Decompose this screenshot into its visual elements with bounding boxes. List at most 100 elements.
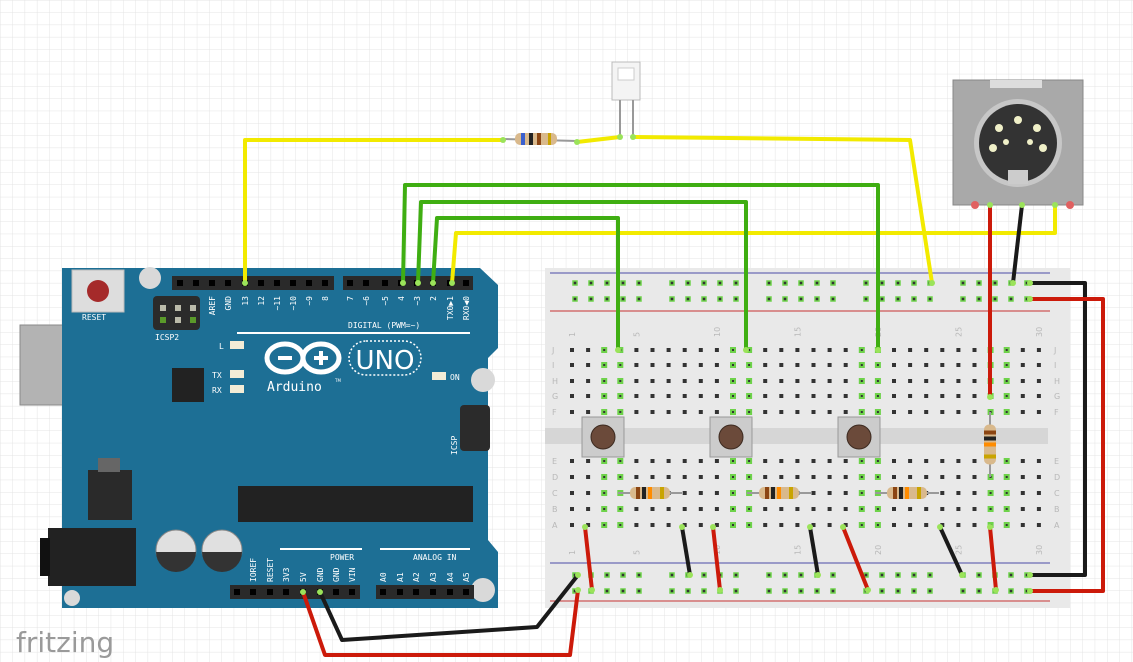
breadboard-hole[interactable] [666, 410, 671, 414]
rail-hole[interactable] [766, 280, 772, 286]
header-pin[interactable] [349, 589, 355, 595]
breadboard-hole[interactable] [714, 363, 719, 367]
rail-hole[interactable] [636, 572, 642, 578]
wire-end[interactable] [875, 347, 881, 353]
breadboard-hole[interactable] [601, 522, 608, 528]
push-button[interactable] [709, 416, 753, 458]
breadboard-hole[interactable] [956, 379, 961, 383]
rail-hole[interactable] [895, 280, 901, 286]
reset-button[interactable] [71, 269, 125, 313]
breadboard-hole[interactable] [682, 475, 687, 479]
breadboard-hole[interactable] [714, 475, 719, 479]
breadboard-hole[interactable] [586, 523, 591, 527]
breadboard-hole[interactable] [892, 363, 896, 367]
wire-end[interactable] [937, 524, 943, 530]
breadboard-hole[interactable] [682, 348, 687, 352]
jumper-wire[interactable] [988, 525, 998, 592]
breadboard-hole[interactable] [843, 459, 848, 463]
breadboard-hole[interactable] [908, 348, 913, 352]
rail-hole[interactable] [879, 572, 885, 578]
breadboard-hole[interactable] [570, 363, 574, 367]
rail-hole[interactable] [1008, 296, 1014, 302]
rail-hole[interactable] [766, 296, 772, 302]
breadboard-hole[interactable] [1036, 475, 1041, 479]
wire-end[interactable] [1027, 280, 1033, 286]
wire-end[interactable] [865, 587, 871, 593]
push-button[interactable] [581, 416, 625, 458]
breadboard-hole[interactable] [908, 363, 913, 367]
breadboard-hole[interactable] [956, 348, 961, 352]
breadboard-hole[interactable] [586, 363, 591, 367]
breadboard-hole[interactable] [586, 410, 591, 414]
breadboard-hole[interactable] [698, 394, 703, 398]
breadboard-hole[interactable] [972, 523, 977, 527]
rail-hole[interactable] [879, 588, 885, 594]
breadboard-hole[interactable] [1036, 523, 1041, 527]
breadboard-hole[interactable] [601, 490, 608, 496]
header-pin[interactable] [430, 589, 436, 595]
breadboard-hole[interactable] [956, 475, 961, 479]
breadboard-hole[interactable] [892, 475, 896, 479]
breadboard-hole[interactable] [908, 523, 913, 527]
breadboard-hole[interactable] [940, 475, 945, 479]
breadboard-hole[interactable] [730, 474, 736, 480]
rail-hole[interactable] [1008, 572, 1014, 578]
breadboard-hole[interactable] [617, 393, 624, 399]
breadboard-hole[interactable] [682, 394, 687, 398]
breadboard-hole[interactable] [858, 409, 865, 415]
rail-hole[interactable] [588, 296, 594, 302]
breadboard-hole[interactable] [730, 490, 736, 496]
breadboard-hole[interactable] [617, 474, 624, 480]
jumper-wire[interactable] [808, 525, 820, 577]
breadboard-hole[interactable] [634, 410, 639, 414]
breadboard-hole[interactable] [940, 491, 945, 495]
breadboard-hole[interactable] [940, 507, 945, 511]
rail-hole[interactable] [620, 588, 626, 594]
header-pin[interactable] [267, 589, 273, 595]
breadboard-hole[interactable] [1020, 379, 1025, 383]
breadboard-hole[interactable] [874, 378, 881, 384]
wire-end[interactable] [574, 139, 580, 145]
jumper-wire[interactable] [431, 216, 620, 352]
jumper-wire[interactable] [680, 525, 692, 577]
breadboard-hole[interactable] [730, 458, 736, 464]
breadboard-hole[interactable] [570, 394, 574, 398]
breadboard-hole[interactable] [956, 507, 961, 511]
breadboard-hole[interactable] [601, 347, 608, 353]
rail-hole[interactable] [814, 588, 820, 594]
breadboard-hole[interactable] [698, 459, 703, 463]
breadboard-hole[interactable] [827, 348, 832, 352]
breadboard-hole[interactable] [843, 491, 848, 495]
header-pin[interactable] [258, 280, 264, 286]
breadboard-hole[interactable] [827, 491, 832, 495]
jumper-wire[interactable] [401, 183, 880, 352]
breadboard-hole[interactable] [940, 394, 945, 398]
breadboard-hole[interactable] [795, 394, 800, 398]
breadboard-hole[interactable] [666, 379, 671, 383]
rail-hole[interactable] [782, 280, 788, 286]
wire-end[interactable] [449, 280, 455, 286]
breadboard-hole[interactable] [714, 348, 719, 352]
breadboard-hole[interactable] [956, 363, 961, 367]
wire-end[interactable] [242, 280, 248, 286]
breadboard-hole[interactable] [779, 363, 784, 367]
breadboard-hole[interactable] [924, 394, 929, 398]
breadboard-hole[interactable] [746, 458, 753, 464]
breadboard-hole[interactable] [746, 409, 753, 415]
breadboard-hole[interactable] [730, 506, 736, 512]
push-button[interactable] [837, 416, 881, 458]
breadboard-hole[interactable] [987, 506, 994, 512]
breadboard-hole[interactable] [763, 394, 768, 398]
breadboard-hole[interactable] [874, 506, 881, 512]
wire-end[interactable] [710, 524, 716, 530]
breadboard-hole[interactable] [779, 459, 784, 463]
rail-hole[interactable] [960, 296, 966, 302]
rail-hole[interactable] [733, 296, 739, 302]
rail-hole[interactable] [685, 280, 691, 286]
breadboard-hole[interactable] [811, 410, 816, 414]
breadboard-hole[interactable] [746, 522, 753, 528]
header-pin[interactable] [306, 280, 312, 286]
breadboard-hole[interactable] [908, 410, 913, 414]
breadboard-hole[interactable] [714, 491, 719, 495]
breadboard-hole[interactable] [714, 523, 719, 527]
